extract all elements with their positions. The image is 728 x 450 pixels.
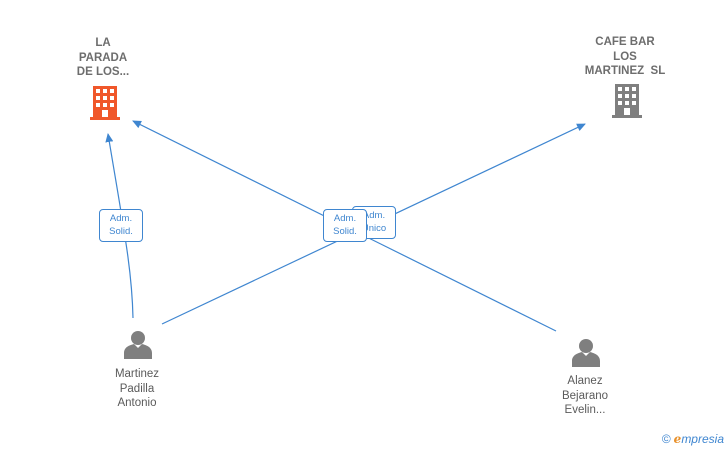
role-badge[interactable]: Adm. Solid. [323, 209, 367, 242]
role-badge-line: Adm. [109, 213, 133, 224]
empresia-logo-initial: e [673, 432, 682, 446]
empresia-logo-text: mpresia [681, 432, 724, 446]
person-label-martinez[interactable]: Martinez Padilla Antonio [92, 367, 182, 411]
person-name-line: Evelin... [564, 404, 606, 416]
person-icon[interactable] [124, 331, 152, 359]
company-name-line: LA [95, 37, 111, 49]
company-name-line: MARTINEZ SL [584, 65, 666, 77]
copyright-symbol: © [661, 432, 671, 446]
role-badge-line: Solid. [333, 226, 357, 237]
person-name-line: Antonio [117, 397, 157, 409]
person-icon[interactable] [572, 339, 600, 367]
company-name-line: LOS [613, 50, 637, 63]
role-badge[interactable]: Adm. Solid. [99, 209, 143, 242]
role-badge-line: Adm. [333, 213, 357, 224]
role-badge-line: Adm. [362, 210, 386, 221]
edge-martinez-to-la-parada [105, 133, 134, 319]
person-label-alanez[interactable]: Alanez Bejarano Evelin... [540, 374, 630, 418]
company-name-line: DE LOS... [76, 66, 130, 78]
company-label-la-parada[interactable]: LA PARADA DE LOS... [60, 36, 146, 80]
person-name-line: Padilla [119, 382, 155, 395]
role-badge-line: Unico [361, 223, 387, 234]
empresia-watermark: ©empresia [662, 432, 724, 446]
company-label-cafe-bar[interactable]: CAFE BAR LOS MARTINEZ SL [575, 35, 675, 79]
person-name-line: Martinez [114, 368, 160, 380]
person-name-line: Alanez [567, 375, 603, 387]
role-badge-line: Solid. [109, 226, 133, 237]
building-icon[interactable] [612, 84, 642, 118]
company-name-line: PARADA [78, 51, 128, 64]
company-name-line: CAFE BAR [595, 36, 655, 48]
person-name-line: Bejarano [561, 389, 609, 402]
building-icon[interactable] [90, 86, 120, 120]
